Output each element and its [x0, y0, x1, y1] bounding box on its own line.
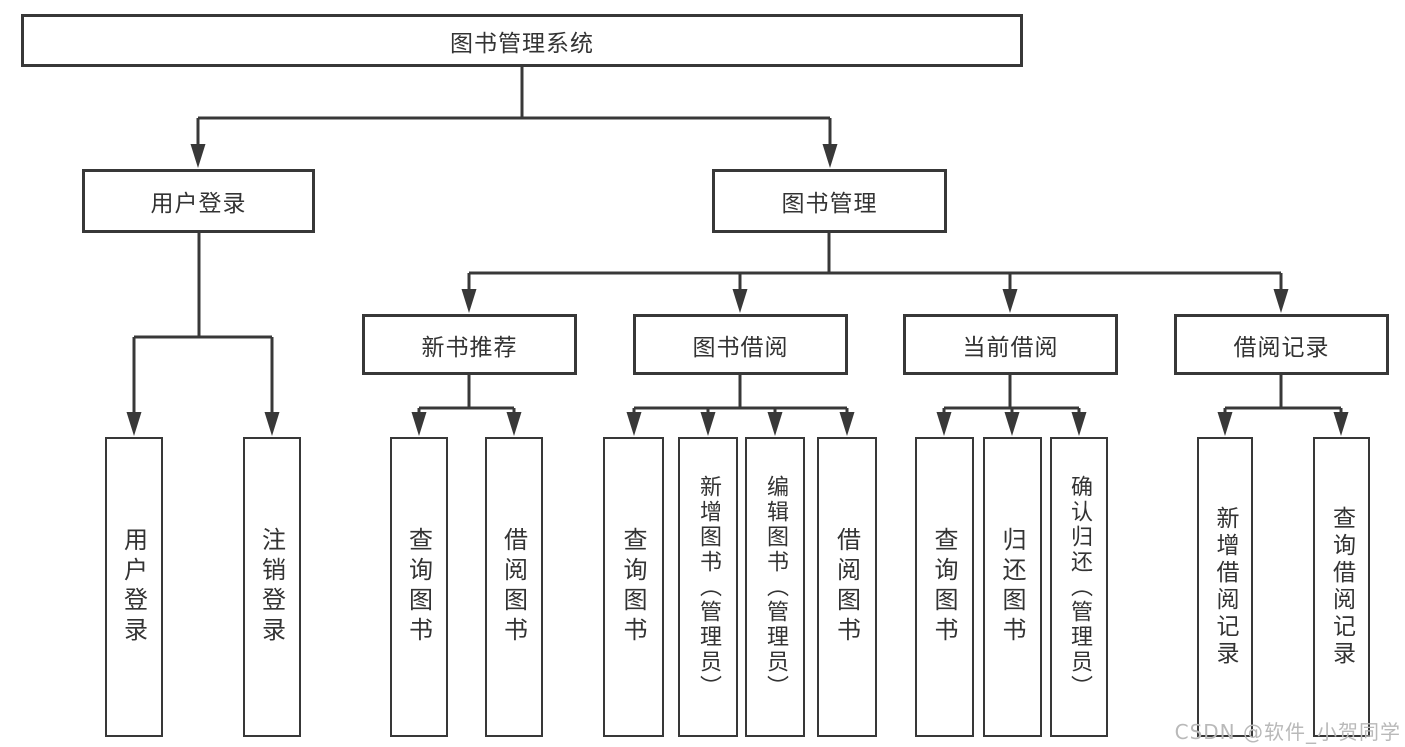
leaf-label: 编辑图书（管理员）: [763, 474, 788, 700]
node-label: 当前借阅: [962, 334, 1059, 361]
leaf-label: 新增借阅记录: [1212, 506, 1238, 668]
leaf-label: 借阅图书: [832, 527, 861, 647]
leaf-query-books-2: 查询图书: [603, 437, 664, 737]
leaf-add-borrow-record: 新增借阅记录: [1197, 437, 1253, 737]
leaf-query-books-1: 查询图书: [390, 437, 448, 737]
connector-root-to-level2: [190, 67, 838, 168]
leaf-add-books-admin: 新增图书（管理员）: [678, 437, 738, 737]
connector-current-to-leaves: [936, 375, 1087, 436]
leaf-confirm-return-admin: 确认归还（管理员）: [1050, 437, 1108, 737]
leaf-label: 确认归还（管理员）: [1067, 474, 1092, 700]
node-borrow-records: 借阅记录: [1174, 314, 1389, 375]
node-label: 用户登录: [150, 191, 247, 217]
connector-newbooks-to-leaves: [411, 375, 522, 436]
leaf-label: 查询借阅记录: [1328, 506, 1355, 668]
node-new-book-recommend: 新书推荐: [362, 314, 577, 375]
connector-records-to-leaves: [1217, 375, 1349, 436]
leaf-query-borrow-record: 查询借阅记录: [1313, 437, 1370, 737]
leaf-edit-books-admin: 编辑图书（管理员）: [745, 437, 805, 737]
leaf-label: 用户登录: [119, 527, 148, 647]
connector-borrowing-to-leaves: [626, 375, 855, 436]
leaf-logout: 注销登录: [243, 437, 301, 737]
leaf-return-books: 归还图书: [983, 437, 1042, 737]
leaf-label: 归还图书: [998, 527, 1026, 647]
leaf-label: 查询图书: [619, 527, 647, 647]
leaf-borrow-books-2: 借阅图书: [817, 437, 877, 737]
connector-userlogin-to-leaves: [126, 233, 280, 436]
leaf-query-books-3: 查询图书: [915, 437, 974, 737]
node-label: 借阅记录: [1233, 334, 1330, 361]
node-current-borrowing: 当前借阅: [903, 314, 1118, 375]
node-label: 图书借阅: [692, 334, 789, 361]
node-book-management-branch: 图书管理: [712, 169, 947, 233]
node-label: 新书推荐: [421, 334, 518, 361]
node-library-management-system: 图书管理系统: [21, 14, 1023, 67]
csdn-watermark: CSDN @软件_小贺同学: [1174, 720, 1401, 744]
leaf-label: 查询图书: [404, 527, 433, 647]
node-label: 图书管理系统: [450, 30, 594, 57]
leaf-borrow-books-1: 借阅图书: [485, 437, 543, 737]
node-user-login-branch: 用户登录: [82, 169, 315, 233]
leaf-user-login: 用户登录: [105, 437, 163, 737]
leaf-label: 注销登录: [257, 527, 286, 647]
leaf-label: 借阅图书: [499, 527, 528, 647]
node-label: 图书管理: [781, 191, 878, 217]
node-book-borrowing: 图书借阅: [633, 314, 848, 375]
leaf-label: 新增图书（管理员）: [696, 474, 721, 700]
leaf-label: 查询图书: [930, 527, 958, 647]
connector-bookmgmt-to-level3: [461, 233, 1289, 313]
